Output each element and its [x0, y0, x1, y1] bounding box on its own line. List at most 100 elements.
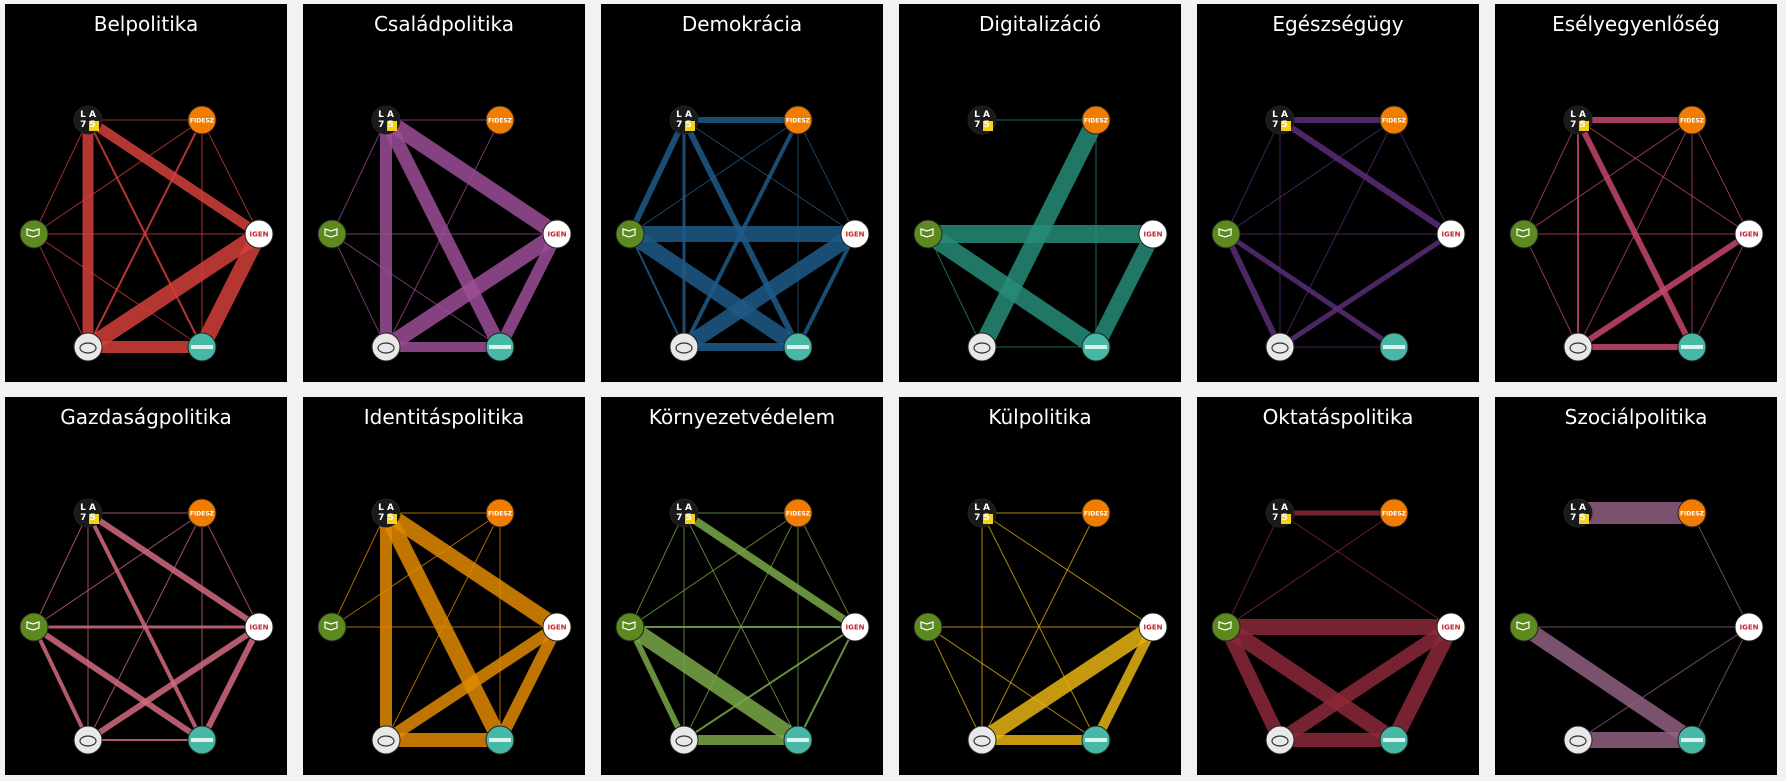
network-edge — [627, 625, 687, 742]
logo-accent — [89, 514, 99, 524]
network-edge — [927, 626, 983, 741]
party-node-circle — [669, 725, 699, 755]
party-node-igen: IGEN — [1734, 612, 1764, 642]
network-edge — [1088, 230, 1161, 351]
party-node-circle — [371, 725, 401, 755]
logo-band — [1681, 345, 1703, 349]
network-edge — [1386, 623, 1459, 744]
flag-icon — [26, 621, 40, 631]
network-edge — [927, 626, 1097, 741]
panel-title: Belpolitika — [93, 12, 199, 36]
network-edge — [1279, 512, 1452, 628]
party-node-la75: L A7 5 — [967, 105, 997, 135]
network-edge — [33, 233, 203, 348]
party-node-fidesz: FIDESZ — [485, 498, 515, 528]
party-node-label: IGEN — [1442, 624, 1461, 632]
party-node-flag — [317, 612, 347, 642]
logo-accent — [387, 514, 397, 524]
logo-accent — [685, 514, 695, 524]
party-node-label: 7 5 — [80, 120, 96, 130]
logo-band — [1085, 345, 1107, 349]
panel-title: Gazdaságpolitika — [60, 405, 232, 429]
party-node-label: IGEN — [846, 624, 865, 632]
party-node-label: 7 5 — [676, 513, 692, 523]
party-node-circle — [1211, 219, 1241, 249]
party-node-circle — [187, 105, 217, 135]
dog-icon — [675, 735, 693, 747]
network-edge — [494, 231, 563, 350]
logo-band — [1085, 738, 1107, 742]
party-node-fidesz: FIDESZ — [783, 498, 813, 528]
dog-icon — [1569, 342, 1587, 354]
logo-accent — [1281, 514, 1291, 524]
party-node-label: L A — [1272, 110, 1288, 120]
network-edge — [331, 512, 387, 628]
party-node-circle — [485, 498, 515, 528]
logo-accent — [983, 121, 993, 131]
logo-accent — [1579, 514, 1589, 524]
network-edge — [627, 118, 687, 236]
party-node-flag — [1509, 612, 1539, 642]
flag-icon — [26, 228, 40, 238]
party-node-circle — [371, 332, 401, 362]
party-node-circle — [542, 219, 572, 249]
party-node-igen: IGEN — [840, 219, 870, 249]
network-edge — [1224, 231, 1396, 350]
party-node-mkkp — [187, 725, 217, 755]
party-node-la75: L A7 5 — [1563, 105, 1593, 135]
flag-icon — [1516, 621, 1530, 631]
logo-band — [787, 345, 809, 349]
party-node-fidesz: FIDESZ — [783, 105, 813, 135]
network-edge — [1691, 233, 1750, 348]
party-node-circle — [1677, 105, 1707, 135]
party-node-flag — [1211, 612, 1241, 642]
party-node-fidesz: FIDESZ — [1081, 105, 1111, 135]
network-edge — [1576, 231, 1751, 350]
party-node-circle — [19, 612, 49, 642]
network-edge — [1519, 620, 1697, 747]
party-node-fidesz: FIDESZ — [1379, 498, 1409, 528]
network-edge — [629, 119, 799, 235]
party-node-label: IGEN — [1740, 231, 1759, 239]
network-edge — [796, 233, 857, 348]
dog-icon — [973, 735, 991, 747]
logo-accent — [1579, 121, 1589, 131]
party-node-la75: L A7 5 — [371, 105, 401, 135]
network-edge — [1523, 233, 1579, 348]
party-node-circle — [840, 612, 870, 642]
network-edge — [201, 119, 260, 235]
network-edge — [86, 624, 261, 743]
network-edge — [33, 119, 89, 235]
party-node-circle — [1509, 219, 1539, 249]
party-node-circle — [1436, 612, 1466, 642]
network-edge — [797, 626, 856, 741]
panel-title: Identitáspolitika — [363, 405, 525, 429]
flag-icon — [920, 228, 934, 238]
party-node-circle — [1138, 219, 1168, 249]
party-node-circle — [1563, 332, 1593, 362]
network-edge — [629, 512, 685, 628]
party-node-label: L A — [80, 110, 96, 120]
party-node-label: 7 5 — [378, 513, 394, 523]
party-node-mkkp — [783, 725, 813, 755]
party-node-kutya — [967, 332, 997, 362]
party-node-label: L A — [378, 110, 394, 120]
party-node-circle — [1563, 725, 1593, 755]
party-node-label: IGEN — [1144, 231, 1163, 239]
party-node-label: 7 5 — [1570, 120, 1586, 130]
party-node-circle — [19, 219, 49, 249]
party-node-label: FIDESZ — [1680, 511, 1705, 518]
network-edge — [1221, 620, 1399, 747]
network-edge — [194, 230, 267, 351]
logo-accent — [89, 121, 99, 131]
network-edge — [977, 620, 1158, 747]
dog-icon — [79, 342, 97, 354]
